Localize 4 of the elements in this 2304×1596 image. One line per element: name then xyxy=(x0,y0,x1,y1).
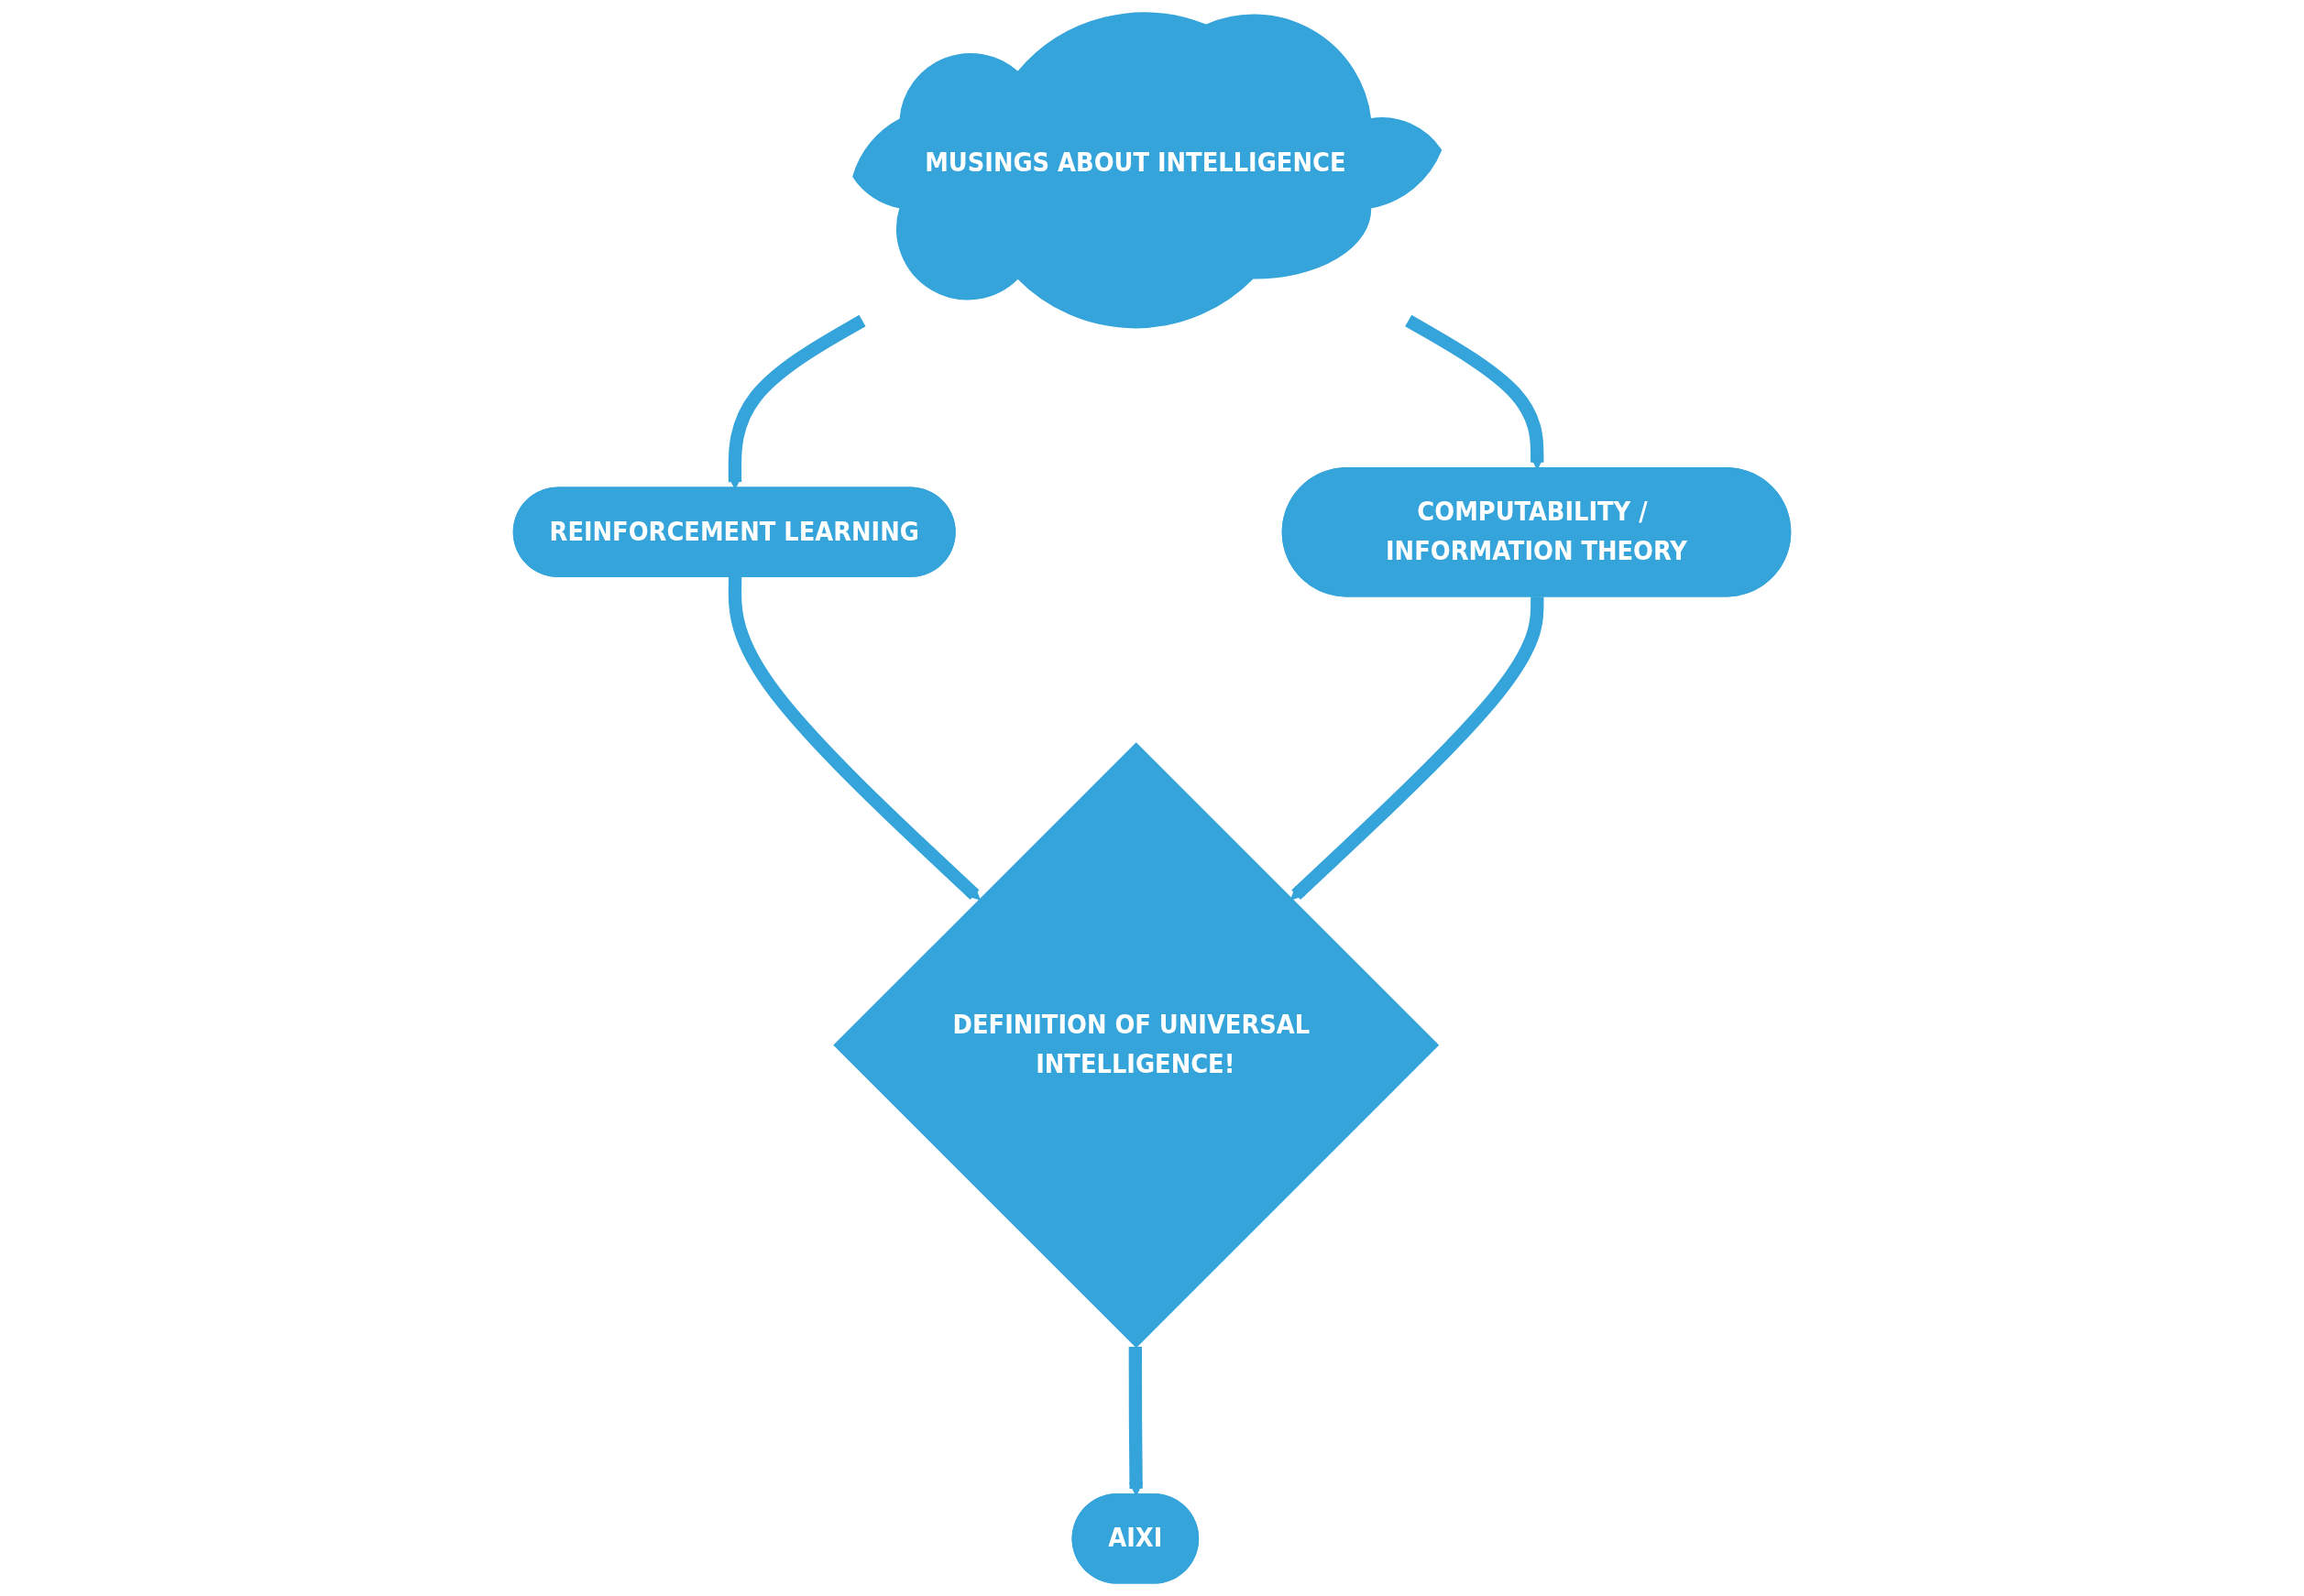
arrow xyxy=(1290,596,1544,901)
arrow xyxy=(1128,1347,1144,1496)
arrow xyxy=(728,576,981,901)
node-diamond: DEFINITION OF UNIVERSAL INTELLIGENCE! xyxy=(833,742,1440,1349)
